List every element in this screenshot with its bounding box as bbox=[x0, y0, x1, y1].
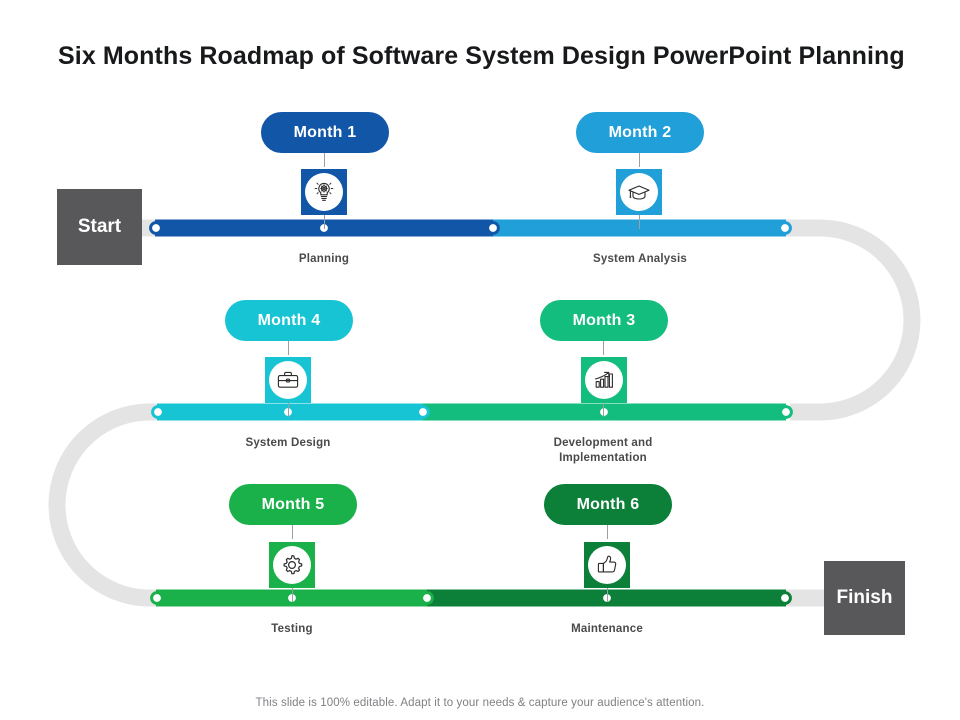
finish-box: Finish bbox=[824, 561, 905, 635]
pill-label: Month 6 bbox=[576, 495, 640, 513]
pill-stem bbox=[603, 341, 605, 355]
milestone-icon-tile-month-3[interactable] bbox=[581, 357, 627, 403]
milestone-icon-tile-month-1[interactable] bbox=[301, 169, 347, 215]
milestone-caption-development-implementation: Development and Implementation bbox=[523, 436, 683, 466]
pill-stem bbox=[607, 525, 609, 539]
icon-stem bbox=[607, 588, 609, 602]
milestone-pill-month-3[interactable]: Month 3 bbox=[540, 300, 668, 341]
start-box: Start bbox=[57, 189, 142, 265]
gear-icon bbox=[273, 546, 311, 584]
milestone-caption-maintenance: Maintenance bbox=[527, 622, 687, 637]
pill-stem bbox=[288, 341, 290, 355]
milestone-icon-tile-month-4[interactable] bbox=[265, 357, 311, 403]
pill-label: Month 2 bbox=[608, 123, 672, 141]
icon-stem bbox=[324, 215, 326, 229]
caption-line-1: System Analysis bbox=[593, 253, 687, 265]
milestone-pill-month-4[interactable]: Month 4 bbox=[225, 300, 353, 341]
graduation-cap-icon bbox=[620, 173, 658, 211]
milestone-caption-planning: Planning bbox=[244, 252, 404, 267]
milestone-caption-testing: Testing bbox=[212, 622, 372, 637]
milestone-pill-month-6[interactable]: Month 6 bbox=[544, 484, 672, 525]
pill-stem bbox=[292, 525, 294, 539]
start-label: Start bbox=[77, 216, 122, 237]
caption-line-1: System Design bbox=[245, 437, 331, 449]
footer-note: This slide is 100% editable. Adapt it to… bbox=[255, 697, 705, 709]
icon-stem bbox=[603, 403, 605, 417]
icon-stem bbox=[292, 588, 294, 602]
pill-stem bbox=[324, 153, 326, 167]
milestone-caption-system-analysis: System Analysis bbox=[560, 252, 720, 267]
milestone-icon-tile-month-2[interactable] bbox=[616, 169, 662, 215]
caption-line-1: Development and bbox=[553, 437, 653, 449]
icon-stem bbox=[639, 215, 641, 229]
caption-line-1: Planning bbox=[298, 253, 350, 265]
icon-stem bbox=[288, 403, 290, 417]
milestone-pill-month-5[interactable]: Month 5 bbox=[229, 484, 357, 525]
milestone-caption-system-design: System Design bbox=[208, 436, 368, 451]
caption-line-2: Implementation bbox=[559, 452, 647, 464]
milestone-icon-tile-month-5[interactable] bbox=[269, 542, 315, 588]
milestone-pill-month-1[interactable]: Month 1 bbox=[261, 112, 389, 153]
milestone-icon-tile-month-6[interactable] bbox=[584, 542, 630, 588]
pill-label: Month 3 bbox=[572, 311, 636, 329]
caption-line-1: Testing bbox=[271, 623, 313, 635]
page-title: Six Months Roadmap of Software System De… bbox=[58, 42, 905, 70]
lightbulb-gear-icon bbox=[305, 173, 343, 211]
pill-stem bbox=[639, 153, 641, 167]
pill-label: Month 5 bbox=[261, 495, 325, 513]
milestone-pill-month-2[interactable]: Month 2 bbox=[576, 112, 704, 153]
finish-label: Finish bbox=[836, 587, 893, 608]
pill-label: Month 4 bbox=[257, 311, 321, 329]
briefcase-icon bbox=[269, 361, 307, 399]
growth-bar-chart-icon bbox=[585, 361, 623, 399]
caption-line-1: Maintenance bbox=[571, 623, 643, 635]
pill-label: Month 1 bbox=[293, 123, 357, 141]
thumbs-up-icon bbox=[588, 546, 626, 584]
